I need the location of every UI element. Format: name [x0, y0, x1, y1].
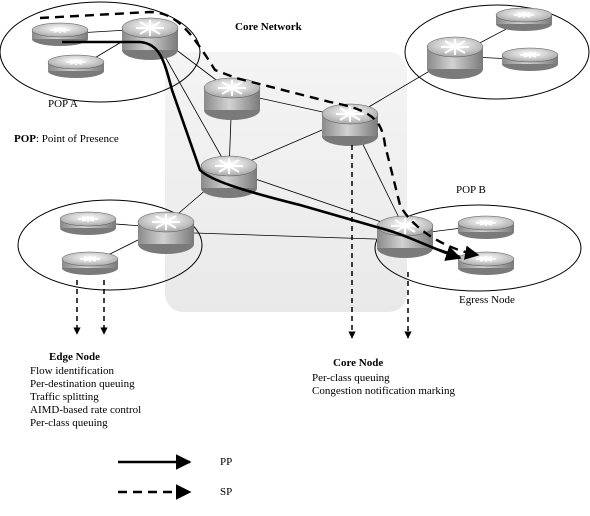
- edge-node-title: Edge Node: [49, 351, 101, 363]
- primary-path: [62, 40, 462, 261]
- edge-node-functions: Flow identification Per-destination queu…: [30, 365, 141, 430]
- pop-b-boundary: [374, 204, 582, 292]
- pop-definition: POP: Point of Presence: [14, 133, 119, 146]
- edge-node-function: Per-destination queuing: [30, 378, 135, 390]
- router-pop-top-right-small-lower: [501, 47, 559, 71]
- router-pop-top-right-main: [426, 36, 484, 79]
- secondary-path: [39, 10, 480, 260]
- pop-a-boundary: [0, 1, 201, 103]
- core-node-title: Core Node: [333, 357, 384, 369]
- router-pop-left-small-top: [59, 211, 117, 235]
- pop-top-right-boundary: [404, 4, 590, 100]
- core-node-functions: Per-class queuing Congestion notificatio…: [312, 372, 455, 398]
- router-core-top-left: [203, 77, 261, 120]
- router-pop-top-right-small-upper: [495, 7, 553, 31]
- router-pop-left-small-bottom: [61, 251, 119, 275]
- router-core-top-right: [321, 103, 379, 146]
- core-network-title: Core Network: [235, 21, 302, 33]
- router-core-center: [200, 155, 258, 198]
- router-pop-a-edge: [121, 17, 179, 60]
- pop-left-boundary: [17, 199, 203, 291]
- pop-definition-text: : Point of Presence: [36, 133, 119, 145]
- router-pop-b-small-top: [457, 215, 515, 239]
- core-node-function: Per-class queuing: [312, 372, 390, 384]
- legend-pp-label: PP: [220, 456, 233, 468]
- egress-node-label: Egress Node: [459, 294, 515, 306]
- edge-node-function: Traffic splitting: [30, 391, 99, 403]
- edge-node-function: Flow identification: [30, 365, 115, 377]
- router-egress-node: [457, 251, 515, 275]
- edge-node-function: Per-class queuing: [30, 417, 108, 429]
- pop-a-label: POP A: [48, 98, 78, 110]
- core-node-function: Congestion notification marking: [312, 385, 455, 397]
- pop-definition-term: POP: [14, 133, 36, 145]
- edge-node-function: AIMD-based rate control: [30, 404, 142, 416]
- router-edge-node: [137, 211, 195, 254]
- router-pop-a-small-bottom: [47, 54, 105, 78]
- legend-sp-label: SP: [220, 486, 233, 498]
- pop-b-label: POP B: [456, 184, 486, 196]
